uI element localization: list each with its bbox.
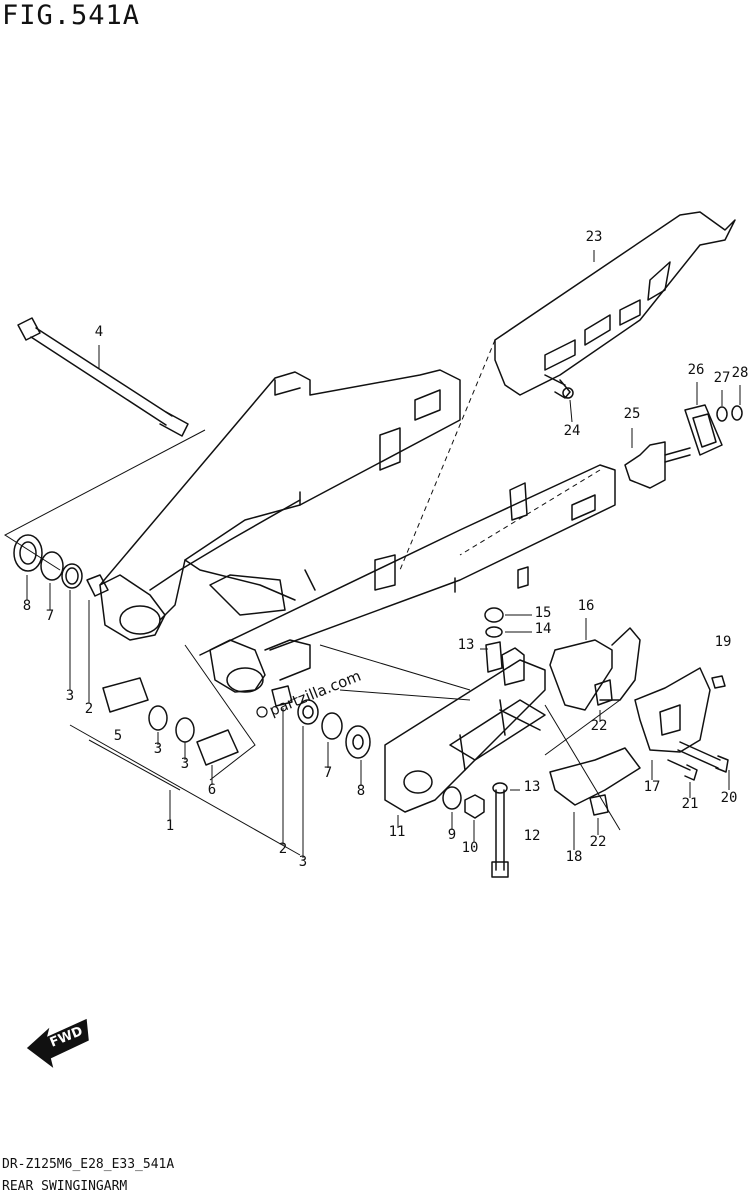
leader-24 [569, 399, 573, 423]
callout-c6[interactable]: 6 [208, 782, 216, 798]
pivot-bolt[interactable] [17, 317, 189, 437]
callout-c10[interactable]: 10 [462, 840, 479, 856]
swingarm[interactable] [99, 369, 616, 693]
callout-c23[interactable]: 23 [586, 229, 603, 245]
leaders-18-22 [573, 812, 599, 850]
watermark-text: partzilla.com [267, 667, 364, 720]
bolt-21[interactable] [667, 759, 698, 781]
callout-c24[interactable]: 24 [564, 423, 581, 439]
left-pivot-parts[interactable] [13, 534, 109, 597]
chain-roller[interactable] [449, 647, 546, 761]
leaders-16-22 [585, 618, 601, 722]
callout-c28[interactable]: 28 [732, 365, 749, 381]
callout-c22a[interactable]: 22 [591, 718, 608, 734]
diagram-name: REAR SWINGINGARM [2, 1179, 128, 1194]
callout-c17[interactable]: 17 [644, 779, 661, 795]
leaders-26-28 [696, 382, 741, 406]
callout-c15[interactable]: 15 [535, 605, 552, 621]
adjuster-plate[interactable] [684, 404, 723, 456]
chain-guide[interactable] [634, 667, 711, 753]
nut-28[interactable] [731, 405, 743, 421]
callout-c12[interactable]: 12 [524, 828, 541, 844]
leaders-13-15 [480, 614, 532, 650]
callout-c5[interactable]: 5 [114, 728, 122, 744]
diagram-code: DR-Z125M6_E28_E33_541A [2, 1157, 175, 1172]
callout-c14[interactable]: 14 [535, 621, 552, 637]
roller-bolt[interactable] [491, 782, 509, 878]
callout-c27[interactable]: 27 [714, 370, 731, 386]
bolt-20[interactable] [677, 741, 729, 773]
upper-roller-parts[interactable] [484, 607, 504, 673]
callout-c3a[interactable]: 3 [66, 688, 74, 704]
callout-c22b[interactable]: 22 [590, 834, 607, 850]
nut-10[interactable] [464, 794, 485, 819]
dashed-26 [459, 469, 601, 556]
chain-guard-lower[interactable] [549, 747, 641, 816]
washer-27[interactable] [716, 406, 728, 422]
fwd-arrow: FWD [26, 1018, 89, 1068]
callout-c2b[interactable]: 2 [279, 841, 287, 857]
leaders-left [26, 575, 90, 703]
chain-adjuster[interactable] [624, 441, 691, 489]
callout-c13b[interactable]: 13 [524, 779, 541, 795]
leaders-17-21 [651, 760, 730, 798]
callout-c8b[interactable]: 8 [357, 783, 365, 799]
bracket-1 [69, 644, 301, 856]
lines-slider [319, 644, 471, 701]
callout-c18[interactable]: 18 [566, 849, 583, 865]
leaders-9-13 [451, 789, 520, 842]
leaders-sleeves [157, 732, 213, 785]
callout-c7b[interactable]: 7 [324, 765, 332, 781]
callout-c3b[interactable]: 3 [154, 741, 162, 757]
washer-9[interactable] [442, 786, 462, 810]
callout-c21[interactable]: 21 [682, 796, 699, 812]
callout-c2a[interactable]: 2 [85, 701, 93, 717]
callout-c13a[interactable]: 13 [458, 637, 475, 653]
callout-c7a[interactable]: 7 [46, 608, 54, 624]
guide-bracket[interactable] [549, 627, 641, 711]
callout-c26[interactable]: 26 [688, 362, 705, 378]
callout-c19[interactable]: 19 [715, 634, 732, 650]
chain-guard[interactable] [494, 211, 736, 396]
callout-c20[interactable]: 20 [721, 790, 738, 806]
figure-title: FIG.541A [2, 0, 141, 31]
callout-c1[interactable]: 1 [166, 818, 174, 834]
callout-c3d[interactable]: 3 [299, 854, 307, 870]
callout-c11[interactable]: 11 [389, 824, 406, 840]
callout-c3c[interactable]: 3 [181, 756, 189, 772]
right-pivot-parts[interactable] [271, 685, 371, 759]
callout-c4[interactable]: 4 [95, 324, 103, 340]
chain-guard-bolt[interactable] [544, 374, 574, 399]
callout-c8a[interactable]: 8 [23, 598, 31, 614]
dashed-23 [399, 339, 496, 571]
callout-c25[interactable]: 25 [624, 406, 641, 422]
bracket-lines [544, 699, 621, 831]
callout-c9[interactable]: 9 [448, 827, 456, 843]
bolt-19[interactable] [711, 675, 726, 689]
callout-c16[interactable]: 16 [578, 598, 595, 614]
leaders-right [282, 708, 362, 858]
